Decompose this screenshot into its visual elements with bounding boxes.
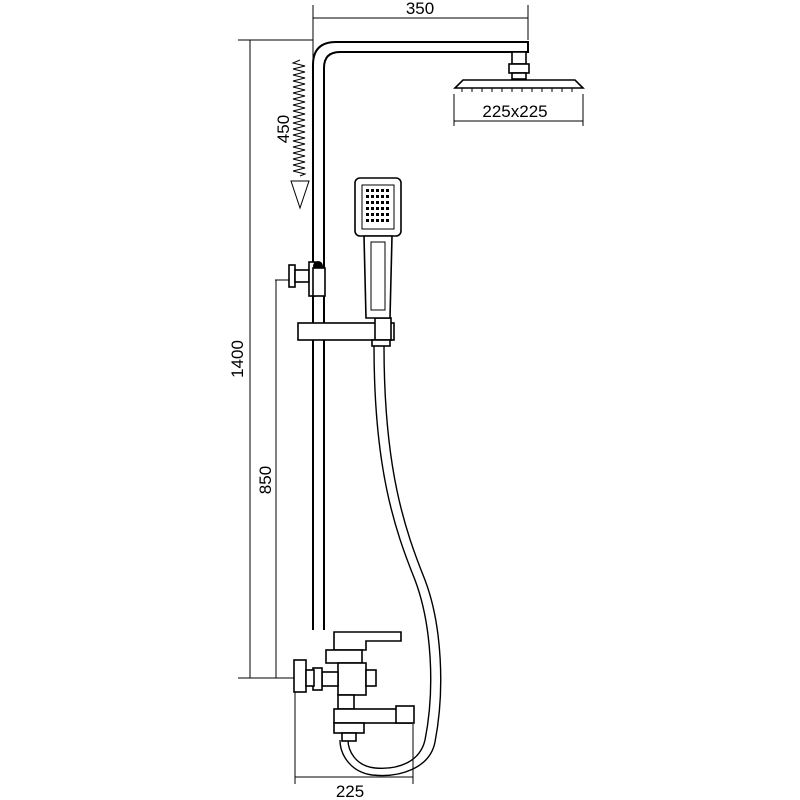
dimension-label-450: 450 — [274, 115, 293, 143]
hand-shower-holder — [297, 317, 395, 347]
dimension-top-arm-width: 350 — [312, 0, 529, 60]
dimension-label-1400: 1400 — [228, 340, 247, 378]
dimension-mixer-height: 850 — [256, 279, 290, 678]
shower-riser — [312, 41, 529, 630]
riser-adjust-knob — [288, 261, 326, 297]
dimension-label-225: 225 — [336, 782, 364, 800]
mixer-valve — [312, 631, 415, 742]
dimension-label-350: 350 — [406, 0, 434, 18]
wall-flange — [293, 659, 315, 693]
dimension-mixer-width: 225 — [294, 692, 414, 800]
dimension-label-225x225: 225x225 — [482, 102, 547, 121]
adjustable-height-indicator: 450 — [274, 59, 310, 210]
dimension-label-850: 850 — [256, 466, 275, 494]
dimension-total-height: 1400 — [228, 39, 313, 679]
shower-hose — [339, 345, 442, 777]
overhead-shower-head — [453, 51, 585, 92]
hand-shower — [354, 177, 402, 319]
dimension-head-size: 225x225 — [453, 94, 584, 126]
